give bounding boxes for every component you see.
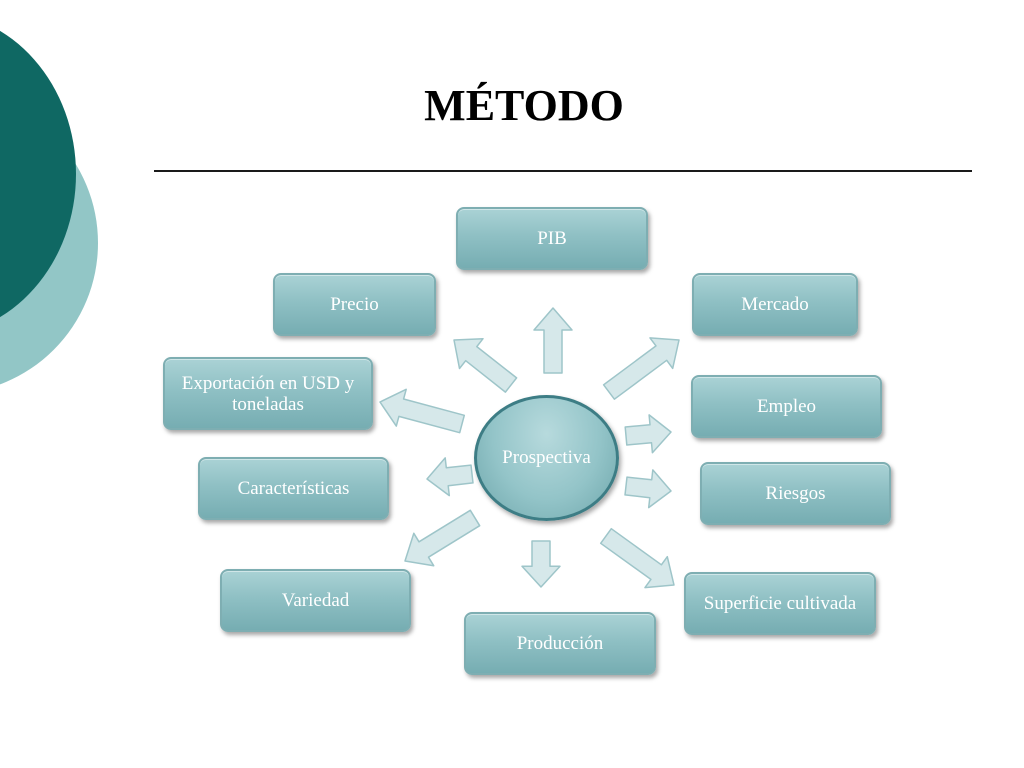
arrow-to-produccion xyxy=(521,540,561,588)
arrow-to-exportacion xyxy=(379,388,466,434)
node-exportacion: Exportación en USD y toneladas xyxy=(163,357,373,430)
node-riesgos: Riesgos xyxy=(700,462,891,525)
node-empleo: Empleo xyxy=(691,375,882,438)
arrow-to-mercado xyxy=(602,337,680,400)
slide-title: MÉTODO xyxy=(424,81,624,130)
arrow-to-caracteristicas xyxy=(426,457,474,497)
title-divider xyxy=(154,170,972,172)
center-node-prospectiva: Prospectiva xyxy=(474,395,619,521)
node-pib: PIB xyxy=(456,207,648,270)
arrow-to-precio xyxy=(453,337,518,393)
node-superficie: Superficie cultivada xyxy=(684,572,876,635)
arrow-to-superficie xyxy=(599,527,675,589)
arrow-to-empleo xyxy=(624,414,672,454)
arrow-to-pib xyxy=(533,307,573,374)
arrow-to-variedad xyxy=(404,509,481,567)
node-precio: Precio xyxy=(273,273,436,336)
node-mercado: Mercado xyxy=(692,273,858,336)
arrow-to-riesgos xyxy=(624,469,672,509)
node-caracteristicas: Características xyxy=(198,457,389,520)
node-variedad: Variedad xyxy=(220,569,411,632)
node-produccion: Producción xyxy=(464,612,656,675)
